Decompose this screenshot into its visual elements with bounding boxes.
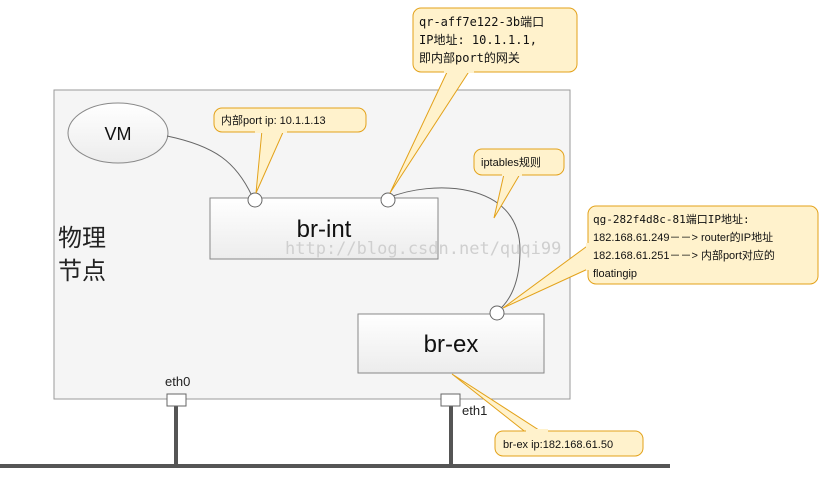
callout-qg-port-line3: 182.168.61.251－－> 内部port对应的 bbox=[593, 248, 775, 262]
br-ex-label: br-ex bbox=[424, 331, 479, 358]
vm-to-br-int-link bbox=[166, 135, 253, 197]
callout-br-ex-box bbox=[494, 430, 644, 457]
eth1-port bbox=[440, 393, 461, 407]
vm-node bbox=[67, 102, 169, 164]
eth1-label: eth1 bbox=[462, 403, 487, 418]
patch-link bbox=[387, 187, 521, 313]
br-ex-bridge bbox=[357, 313, 545, 374]
eth0-label: eth0 bbox=[165, 374, 190, 389]
callout-qr-port-line1: qr-aff7e122-3b端口 bbox=[419, 15, 544, 29]
callout-br-ex-text: br-ex ip:182.168.61.50 bbox=[503, 439, 613, 451]
callout-qr-port-line2: IP地址: 10.1.1.1, bbox=[419, 33, 537, 47]
physical-node-label-line2: 节点 bbox=[58, 258, 106, 285]
vm-label: VM bbox=[105, 124, 132, 144]
callout-qg-port-line4: floatingip bbox=[593, 268, 637, 280]
br-int-bridge bbox=[209, 197, 439, 260]
callout-qg-port-line2: 182.168.61.249－－> router的IP地址 bbox=[593, 230, 773, 244]
callout-internal-port-box bbox=[213, 107, 367, 133]
physical-node-label-line1: 物理 bbox=[58, 225, 106, 252]
callout-iptables-text: iptables规则 bbox=[481, 155, 541, 169]
br-int-label: br-int bbox=[297, 216, 352, 243]
callout-qg-port-line1: qg-282f4d8c-81端口IP地址: bbox=[593, 212, 750, 226]
internal-port bbox=[247, 192, 263, 208]
callout-internal-port-text: 内部port ip: 10.1.1.13 bbox=[221, 113, 326, 127]
qg-port bbox=[489, 305, 505, 321]
eth0-port bbox=[166, 393, 187, 407]
qr-port bbox=[380, 192, 396, 208]
callout-qr-port-line3: 即内部port的网关 bbox=[419, 50, 520, 65]
callout-qr-port-box bbox=[412, 7, 578, 73]
watermark: http://blog.csdn.net/quqi99 bbox=[285, 239, 561, 259]
